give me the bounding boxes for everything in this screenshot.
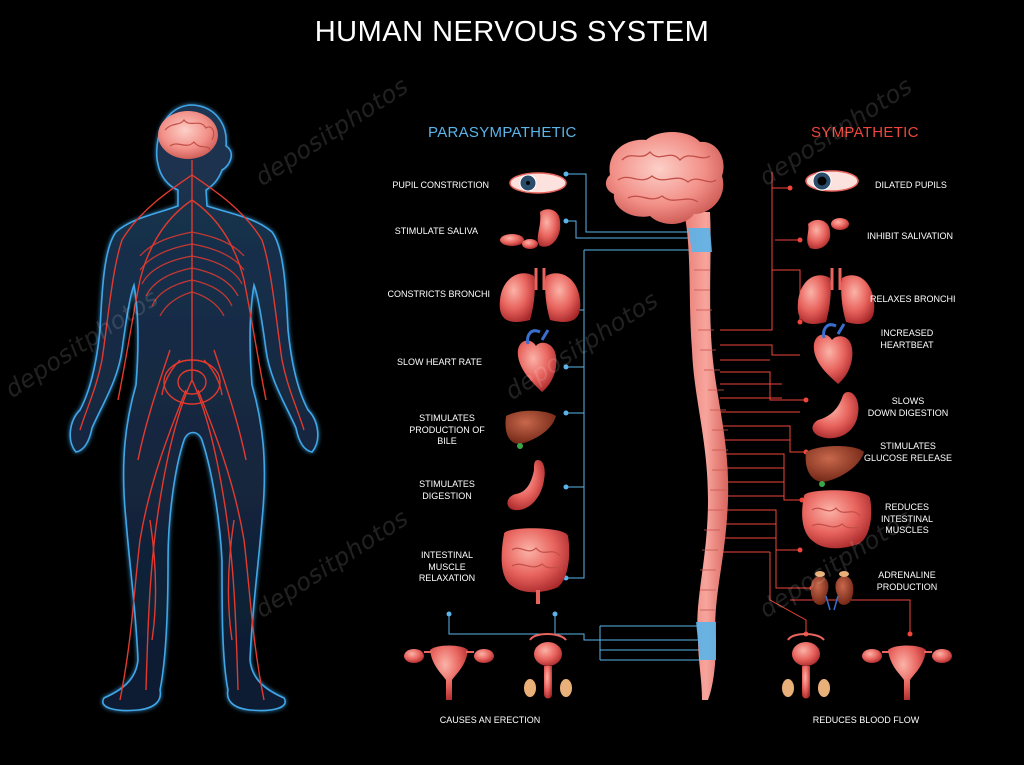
spinal-cord: [684, 212, 729, 700]
symp-label-salivation: INHIBIT SALIVATION: [867, 231, 954, 241]
para-label-bile: STIMULATES PRODUCTION OF BILE: [409, 413, 485, 446]
symp-label-intestinal: REDUCES INTESTINAL MUSCLES: [880, 502, 933, 535]
para-label-bronchi: CONSTRICTS BRONCHI: [387, 289, 490, 299]
stomach-icon: [812, 392, 859, 439]
para-label-erection: CAUSES AN ERECTION: [439, 715, 541, 725]
symp-label-digestion: SLOWS DOWN DIGESTION: [867, 396, 949, 418]
heart-icon: [813, 323, 853, 384]
liver-icon: [805, 446, 864, 487]
para-label-digestion: STIMULATES DIGESTION: [419, 479, 475, 501]
female-reproductive-icon: [862, 645, 952, 700]
female-reproductive-icon: [404, 645, 494, 700]
para-label-pupil: PUPIL CONSTRICTION: [392, 180, 489, 190]
eye-icon: [509, 172, 567, 194]
central-brain-spine: [605, 131, 729, 700]
body-nerves: [79, 160, 305, 701]
eye-icon: [805, 170, 859, 192]
para-label-intestinal: INTESTINAL MUSCLE RELAXATION: [418, 550, 476, 583]
symp-label-adrenaline: ADRENALINE PRODUCTION: [876, 570, 938, 592]
symp-label-pupils: DILATED PUPILS: [875, 180, 947, 190]
salivary-gland-icon: [500, 209, 561, 249]
para-label-heart: SLOW HEART RATE: [396, 357, 482, 367]
symp-label-bronchi: RELAXES BRONCHI: [870, 294, 956, 304]
intestine-icon: [501, 528, 570, 604]
para-label-saliva: STIMULATE SALIVA: [394, 226, 478, 236]
male-reproductive-icon: [524, 633, 572, 699]
lungs-icon: [797, 268, 875, 324]
figure-brain: [158, 111, 218, 159]
symp-label-heartbeat: INCREASED HEARTBEAT: [880, 328, 934, 350]
intestine-icon: [802, 490, 872, 549]
lungs-icon: [499, 268, 581, 322]
parasympathetic-heading: PARASYMPATHETIC: [428, 124, 577, 141]
human-body-figure: [69, 104, 319, 712]
page-title: HUMAN NERVOUS SYSTEM: [314, 16, 710, 48]
heart-icon: [517, 329, 557, 392]
sympathetic-connectors: [720, 172, 911, 634]
central-brain: [605, 131, 724, 224]
salivary-gland-icon: [807, 218, 849, 250]
male-reproductive-icon: [782, 633, 830, 699]
symp-label-blood-flow: REDUCES BLOOD FLOW: [812, 715, 920, 725]
liver-icon: [505, 410, 556, 449]
sympathetic-heading: SYMPATHETIC: [811, 124, 919, 141]
kidney-icon: [810, 571, 854, 611]
symp-label-glucose: STIMULATES GLUCOSE RELEASE: [863, 441, 953, 463]
parasympathetic-connectors: [448, 173, 700, 661]
stomach-icon: [507, 460, 545, 511]
body-silhouette: [69, 104, 319, 712]
